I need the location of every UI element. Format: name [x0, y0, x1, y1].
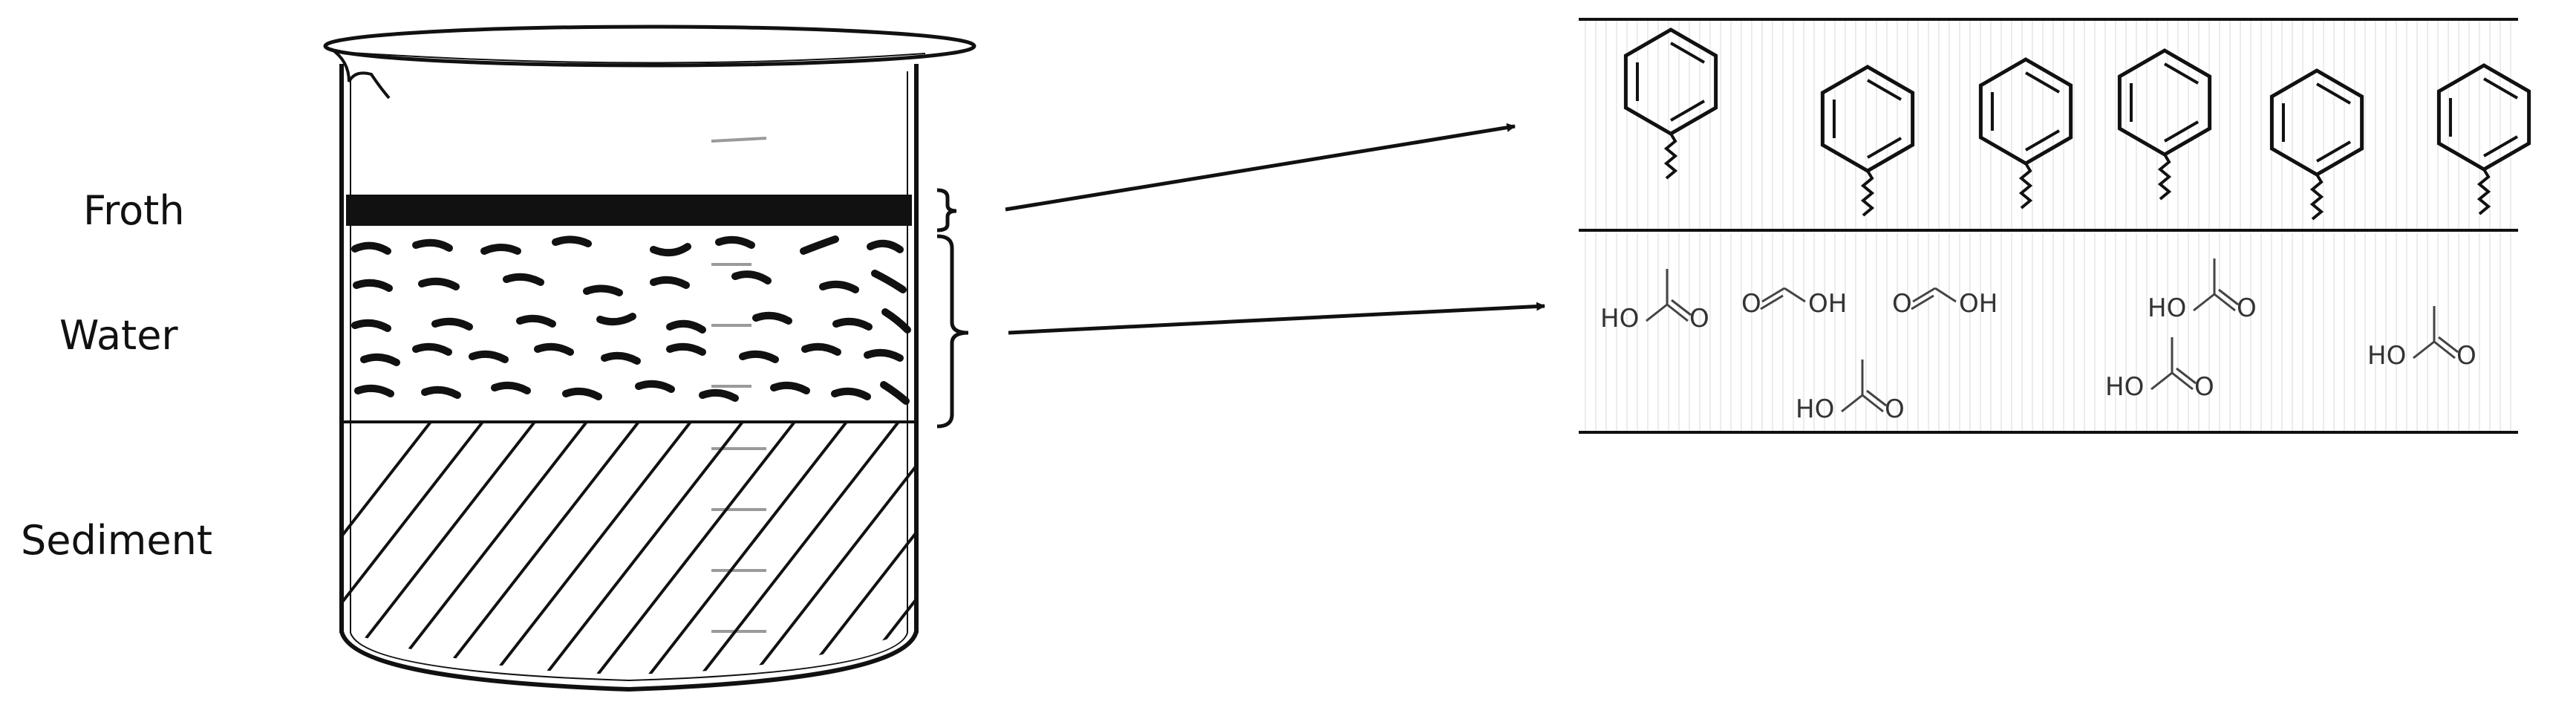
phenyl-groups [1623, 27, 2531, 221]
froth-label: Froth [83, 187, 185, 234]
carboxylic-acid-molecule: HO O [2105, 337, 2214, 402]
carboxylic-acid-molecule: HO O [2367, 306, 2476, 371]
beaker-rim [323, 25, 976, 68]
svg-text:HO: HO [1796, 394, 1834, 424]
carboxylic-acid-molecule: HO O [2148, 258, 2257, 323]
water-label: Water [59, 312, 178, 359]
svg-text:O: O [2237, 293, 2257, 323]
phenyl-ring-icon [1978, 57, 2073, 209]
beaker-bottom [339, 631, 919, 692]
svg-text:HO: HO [2105, 372, 2144, 402]
svg-text:OH: OH [1959, 289, 1998, 319]
phenyl-ring-icon [2436, 63, 2531, 215]
froth-bracket [936, 188, 957, 232]
sediment-label: Sediment [21, 517, 213, 564]
svg-text:O: O [1741, 289, 1761, 319]
froth-arrow [1005, 123, 1516, 212]
water-arrow [1008, 302, 1546, 335]
phenyl-ring-icon [2117, 48, 2212, 201]
beaker-spout [330, 48, 391, 100]
formic-acid-molecule: O OH [1892, 287, 1998, 319]
svg-text:OH: OH [1808, 289, 1847, 319]
froth-layer [346, 195, 912, 226]
phenyl-ring-icon [2269, 68, 2364, 221]
phenyl-ring-icon [1820, 65, 1915, 217]
beaker [323, 25, 976, 692]
svg-text:HO: HO [2367, 341, 2406, 371]
carboxylic-acid-molecule: HO O [1600, 269, 1709, 334]
svg-text:HO: HO [2148, 293, 2186, 323]
svg-text:O: O [1885, 394, 1905, 424]
svg-text:O: O [2194, 372, 2214, 402]
svg-text:O: O [1892, 289, 1912, 319]
formic-acid-molecule: O OH [1741, 287, 1847, 319]
sediment-layer [343, 422, 915, 674]
froth-detail-panel [1579, 18, 2518, 232]
water-detail-panel [1579, 233, 2518, 434]
svg-text:HO: HO [1600, 304, 1639, 334]
water-bracket [936, 234, 969, 429]
phenyl-ring-icon [1623, 27, 1718, 180]
water-layer [351, 235, 911, 405]
svg-text:O: O [2456, 341, 2476, 371]
svg-text:O: O [1689, 304, 1709, 334]
carboxylic-acid-molecule: HO O [1796, 360, 1905, 424]
